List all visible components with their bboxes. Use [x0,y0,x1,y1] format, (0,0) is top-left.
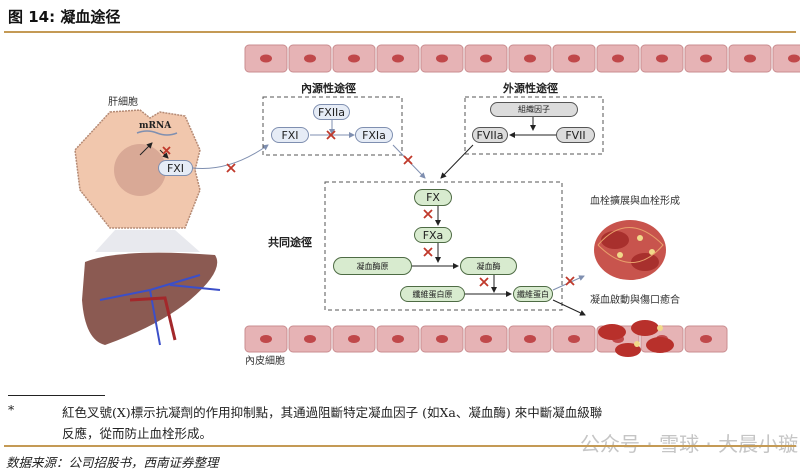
cell-nucleus [260,54,272,63]
source-divider [4,445,796,447]
intrinsic-pathway-title: 內源性途徑 [301,82,356,95]
cell-nucleus [304,335,316,343]
liver-zoom-cone [95,230,200,252]
prothrombin-node: 凝血酶原 [333,257,412,275]
cell-nucleus [348,54,360,63]
tissue-factor-node: 組織因子 [490,102,578,117]
cell-nucleus [480,54,492,63]
fx-node: FX [414,189,452,206]
fviia-node: FVIIa [472,127,508,143]
thrombus-label: 血栓擴展與血栓形成 [590,196,680,207]
footnote-marker: * [8,402,15,417]
fibrin-node: 纖維蛋白 [513,286,553,302]
thrombus-illustration [594,220,666,280]
endothelial-label: 內皮細胞 [245,356,285,367]
common-pathway-title: 共同途徑 [268,236,312,249]
source-note: 数据来源：公司招股书，西南证券整理 [6,455,219,470]
footnote-line-2: 反應，從而防止血栓形成。 [62,426,213,441]
cell-nucleus [700,335,712,343]
cell-nucleus [744,54,756,63]
cell-nucleus [700,54,712,63]
fibrinogen-node: 纖維蛋白原 [400,286,465,302]
fvii-node: FVII [556,127,595,143]
cell-nucleus [788,54,800,63]
intrinsic-fxi-node: FXI [271,127,309,143]
watermark: 公众号 · 雪球 · 大晨小璇 [580,432,799,456]
cell-nucleus [436,54,448,63]
cell-nucleus [436,335,448,343]
cell-nucleus [568,335,580,343]
cell-nucleus [524,54,536,63]
cell-nucleus [656,54,668,63]
cell-nucleus [612,54,624,63]
cell-nucleus [260,335,272,343]
red-blood-cells [598,320,674,357]
endothelial-cell [772,44,800,73]
cell-nucleus [304,54,316,63]
figure-title: 图 14: 凝血途径 [8,8,121,26]
fxiia-node: FXIIa [313,104,350,120]
title-divider [4,31,796,33]
extrinsic-pathway-title: 外源性途徑 [503,82,558,95]
hepatocyte-label: 肝細胞 [108,97,138,108]
cell-nucleus [348,335,360,343]
hemostasis-label: 凝血啟動與傷口癒合 [590,295,680,306]
cell-nucleus [524,335,536,343]
thrombin-node: 凝血酶 [460,257,517,275]
cell-nucleus [480,335,492,343]
footnote-line-1: 紅色叉號(X)標示抗凝劑的作用抑制點，其通過阻斷特定凝血因子 (如Xa、凝血酶)… [62,405,603,420]
cell-nucleus [568,54,580,63]
cell-nucleus [392,335,404,343]
hepatocyte-fxi-node: FXI [158,160,193,176]
cell-nucleus [392,54,404,63]
fxa-node: FXa [414,227,452,243]
nucleus [114,144,166,196]
fxia-node: FXIa [355,127,393,143]
top-vessel-cells [244,44,800,73]
mrna-label: mRNA [139,121,172,131]
inhibition-cross-icons [162,130,575,287]
footnote-divider [8,395,105,396]
